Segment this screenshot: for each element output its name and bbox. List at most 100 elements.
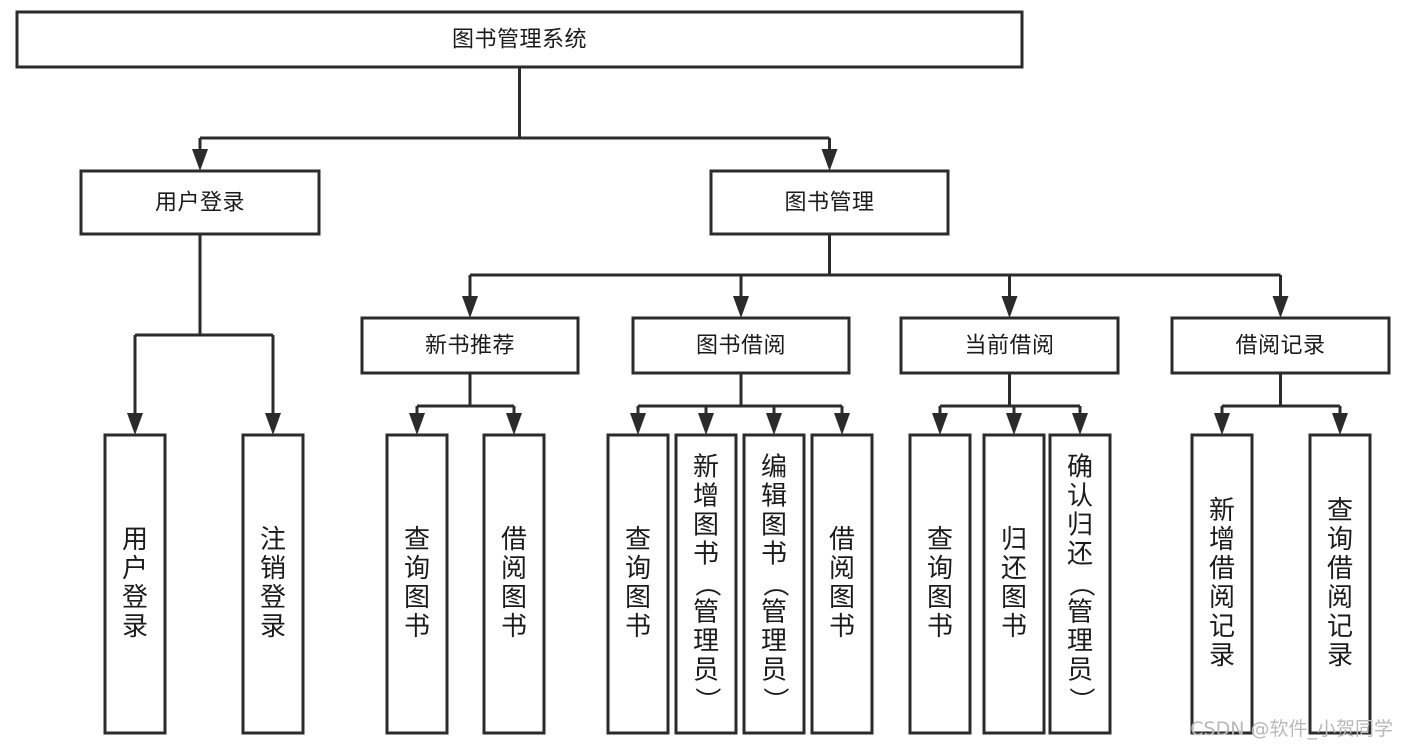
node-box-leaf-confirm-return[interactable] (1048, 433, 1112, 735)
node-label-leaf-user-login-char-1: 户 (122, 554, 148, 584)
node-label-leaf-add-book-char-6: 理 (693, 627, 719, 657)
node-leaf-user-login[interactable]: 用户登录 (103, 433, 167, 735)
node-label-leaf-return-book-char-0: 归 (1001, 525, 1027, 555)
node-label-leaf-user-login-char-3: 录 (122, 612, 148, 642)
node-box-leaf-query-book-2[interactable] (606, 433, 670, 735)
node-label-leaf-query-record-char-0: 查 (1327, 496, 1353, 526)
node-box-book-borrow[interactable] (631, 316, 851, 375)
node-label-leaf-query-book-2-char-2: 图 (625, 583, 651, 613)
node-label-leaf-return-book-char-2: 图 (1001, 583, 1027, 613)
node-label-leaf-add-record-char-3: 阅 (1209, 583, 1235, 613)
node-label-leaf-confirm-return-char-7: 员 (1067, 656, 1093, 686)
node-label-leaf-add-record-char-0: 新 (1209, 496, 1235, 526)
node-box-new-book-recommend[interactable] (360, 316, 580, 375)
node-label-leaf-add-book-char-7: 员 (693, 656, 719, 686)
node-label-leaf-logout-char-3: 录 (260, 612, 286, 642)
node-box-leaf-add-book[interactable] (674, 433, 738, 735)
node-current-borrow[interactable]: 当前借阅 (899, 316, 1120, 375)
node-new-book-recommend[interactable]: 新书推荐 (360, 316, 580, 375)
node-box-leaf-borrow-book-2[interactable] (810, 433, 874, 735)
nodes-layer: 图书管理系统用户登录图书管理新书推荐图书借阅当前借阅借阅记录用户登录注销登录查询… (15, 10, 1391, 735)
node-label-leaf-add-book-char-2: 图 (693, 511, 719, 541)
node-label-leaf-edit-book-char-5: 管 (761, 598, 787, 628)
node-label-leaf-edit-book-char-6: 理 (761, 627, 787, 657)
node-box-leaf-add-record[interactable] (1190, 433, 1254, 735)
node-label-leaf-logout-char-0: 注 (260, 525, 286, 555)
edge-group-new-book-recommend (409, 373, 522, 435)
node-label-leaf-edit-book-char-7: 员 (761, 656, 787, 686)
node-box-leaf-edit-book[interactable] (742, 433, 806, 735)
node-box-leaf-logout[interactable] (241, 433, 305, 735)
edge-group-root (192, 67, 838, 171)
node-box-borrow-record[interactable] (1170, 316, 1391, 375)
node-label-leaf-return-book-char-3: 书 (1001, 612, 1027, 642)
node-label-borrow-record: 借阅记录 (1235, 334, 1325, 359)
edges-layer (127, 67, 1348, 435)
node-label-leaf-borrow-book-1-char-2: 图 (501, 583, 527, 613)
node-borrow-record[interactable]: 借阅记录 (1170, 316, 1391, 375)
edge-group-book-borrow (630, 373, 850, 435)
node-label-leaf-query-book-2-char-0: 查 (625, 525, 651, 555)
node-box-leaf-borrow-book-1[interactable] (482, 433, 546, 735)
node-label-leaf-query-book-3-char-0: 查 (927, 525, 953, 555)
node-box-user-login[interactable] (79, 169, 321, 236)
node-label-book-borrow: 图书借阅 (696, 334, 786, 359)
node-box-leaf-return-book[interactable] (982, 433, 1046, 735)
node-book-borrow[interactable]: 图书借阅 (631, 316, 851, 375)
node-label-leaf-query-book-1-char-2: 图 (404, 583, 430, 613)
node-label-leaf-add-book-char-0: 新 (693, 453, 719, 483)
node-label-leaf-query-record-char-5: 录 (1327, 641, 1353, 671)
node-label-leaf-confirm-return-char-4: （ (1066, 571, 1096, 597)
node-box-root[interactable] (15, 10, 1024, 69)
node-label-current-borrow: 当前借阅 (964, 334, 1054, 359)
node-label-leaf-user-login-char-2: 登 (122, 583, 148, 613)
node-label-leaf-return-book-char-1: 还 (1001, 554, 1027, 584)
node-label-leaf-add-book-char-5: 管 (693, 598, 719, 628)
node-label-leaf-edit-book-char-1: 辑 (761, 482, 787, 512)
node-label-leaf-add-record-char-1: 增 (1209, 525, 1235, 555)
node-box-leaf-query-record[interactable] (1308, 433, 1372, 735)
node-label-user-login: 用户登录 (155, 191, 245, 216)
node-label-leaf-confirm-return-char-5: 管 (1067, 598, 1093, 628)
node-label-leaf-add-record-char-2: 借 (1209, 554, 1235, 584)
node-label-leaf-query-book-1-char-0: 查 (404, 525, 430, 555)
node-label-leaf-query-book-1-char-1: 询 (404, 554, 430, 584)
node-book-manage[interactable]: 图书管理 (709, 169, 950, 236)
node-label-leaf-add-record-char-4: 记 (1209, 612, 1235, 642)
node-box-leaf-user-login[interactable] (103, 433, 167, 735)
node-label-leaf-query-book-3-char-1: 询 (927, 554, 953, 584)
node-label-leaf-confirm-return-char-8: ） (1066, 687, 1096, 713)
node-label-leaf-query-book-2-char-1: 询 (625, 554, 651, 584)
node-label-leaf-add-book-char-1: 增 (693, 482, 719, 512)
node-label-leaf-edit-book-char-0: 编 (761, 453, 787, 483)
node-label-leaf-logout-char-1: 销 (260, 554, 286, 584)
node-box-current-borrow[interactable] (899, 316, 1120, 375)
node-label-leaf-add-book-char-3: 书 (693, 540, 719, 570)
edge-group-user-login (127, 234, 281, 435)
node-label-leaf-query-record-char-3: 阅 (1327, 583, 1353, 613)
node-label-leaf-query-book-3-char-3: 书 (927, 612, 953, 642)
node-root[interactable]: 图书管理系统 (15, 10, 1024, 69)
node-user-login[interactable]: 用户登录 (79, 169, 321, 236)
node-label-leaf-confirm-return-char-0: 确 (1067, 453, 1093, 483)
node-label-leaf-query-book-1-char-3: 书 (404, 612, 430, 642)
node-box-leaf-query-book-3[interactable] (908, 433, 972, 735)
node-label-leaf-logout-char-2: 登 (260, 583, 286, 613)
node-label-leaf-confirm-return-char-1: 认 (1067, 482, 1093, 512)
node-box-leaf-query-book-1[interactable] (385, 433, 449, 735)
node-box-book-manage[interactable] (709, 169, 950, 236)
